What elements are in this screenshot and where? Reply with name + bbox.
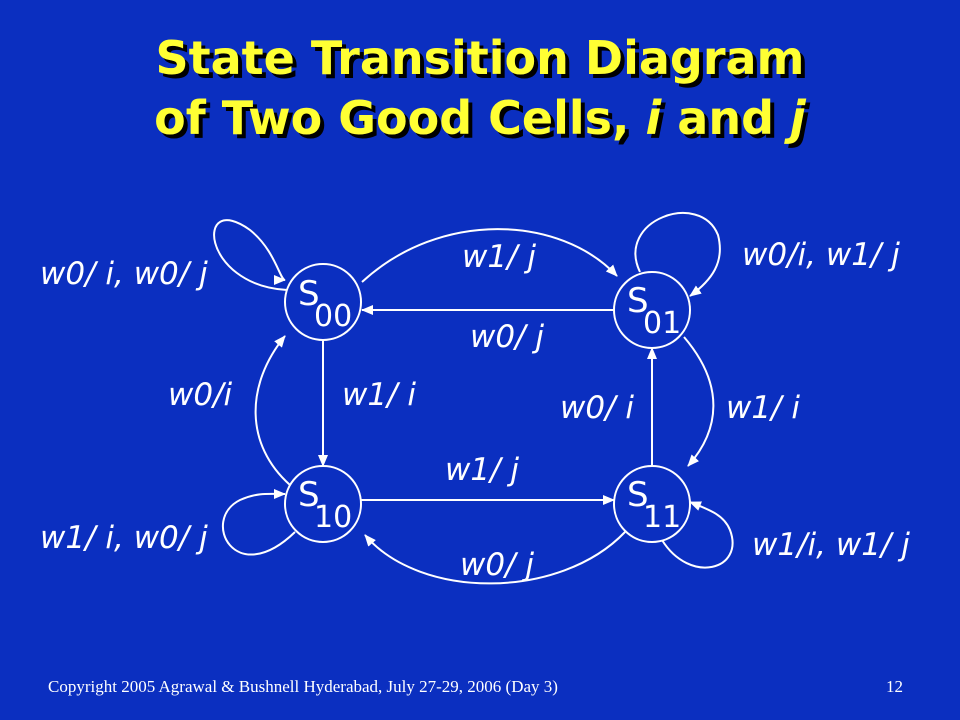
label-s11-to-s01: w0/ i: [560, 390, 634, 426]
label-s10-to-s11: w1/ j: [445, 452, 519, 488]
state-s11-subscript: 11: [643, 500, 681, 535]
title-line-2-prefix: of Two Good Cells,: [154, 91, 646, 145]
label-s11-self: w1/i, w1/ j: [752, 527, 910, 563]
label-s01-to-s00: w0/ j: [470, 319, 544, 355]
edge-s11-to-s10: [364, 531, 626, 585]
edge-s01-self: [634, 212, 721, 297]
state-s00-subscript: 00: [314, 299, 352, 334]
label-s11-to-s10: w0/ j: [460, 547, 534, 583]
label-s10-self: w1/ i, w0/ j: [40, 520, 208, 556]
state-s11-letter: S: [627, 475, 649, 515]
label-s01-to-s11: w1/ i: [726, 390, 800, 426]
edge-s00-to-s01: [361, 228, 618, 283]
label-s00-to-s10: w1/ i: [342, 377, 416, 413]
label-s00-to-s01: w1/ j: [462, 239, 536, 275]
title-line-2-and: and: [661, 91, 791, 145]
footer-page-number: 12: [886, 677, 903, 696]
label-s01-self: w0/i, w1/ j: [742, 237, 900, 273]
state-s01-letter: S: [627, 281, 649, 321]
state-s01-subscript: 01: [643, 306, 681, 341]
footer-copyright: Copyright 2005 Agrawal & Bushnell Hydera…: [48, 677, 558, 696]
slide-title: State Transition Diagram of Two Good Cel…: [0, 28, 960, 148]
state-s00-letter: S: [298, 274, 320, 314]
edge-s10-to-s00: [254, 335, 291, 486]
state-s10-subscript: 10: [314, 500, 352, 535]
label-s00-self: w0/ i, w0/ j: [40, 256, 208, 292]
edge-s10-self: [222, 488, 296, 556]
title-line-1: State Transition Diagram: [155, 31, 805, 85]
title-var-j: j: [790, 91, 806, 145]
title-var-i: i: [645, 91, 662, 145]
title-line-2: of Two Good Cells, i and j: [0, 88, 960, 148]
label-s10-to-s00: w0/i: [168, 377, 233, 413]
edge-s00-self: [213, 219, 288, 291]
edge-s11-self: [661, 501, 734, 569]
edge-s01-to-s11: [683, 336, 715, 467]
state-s10-letter: S: [298, 475, 320, 515]
